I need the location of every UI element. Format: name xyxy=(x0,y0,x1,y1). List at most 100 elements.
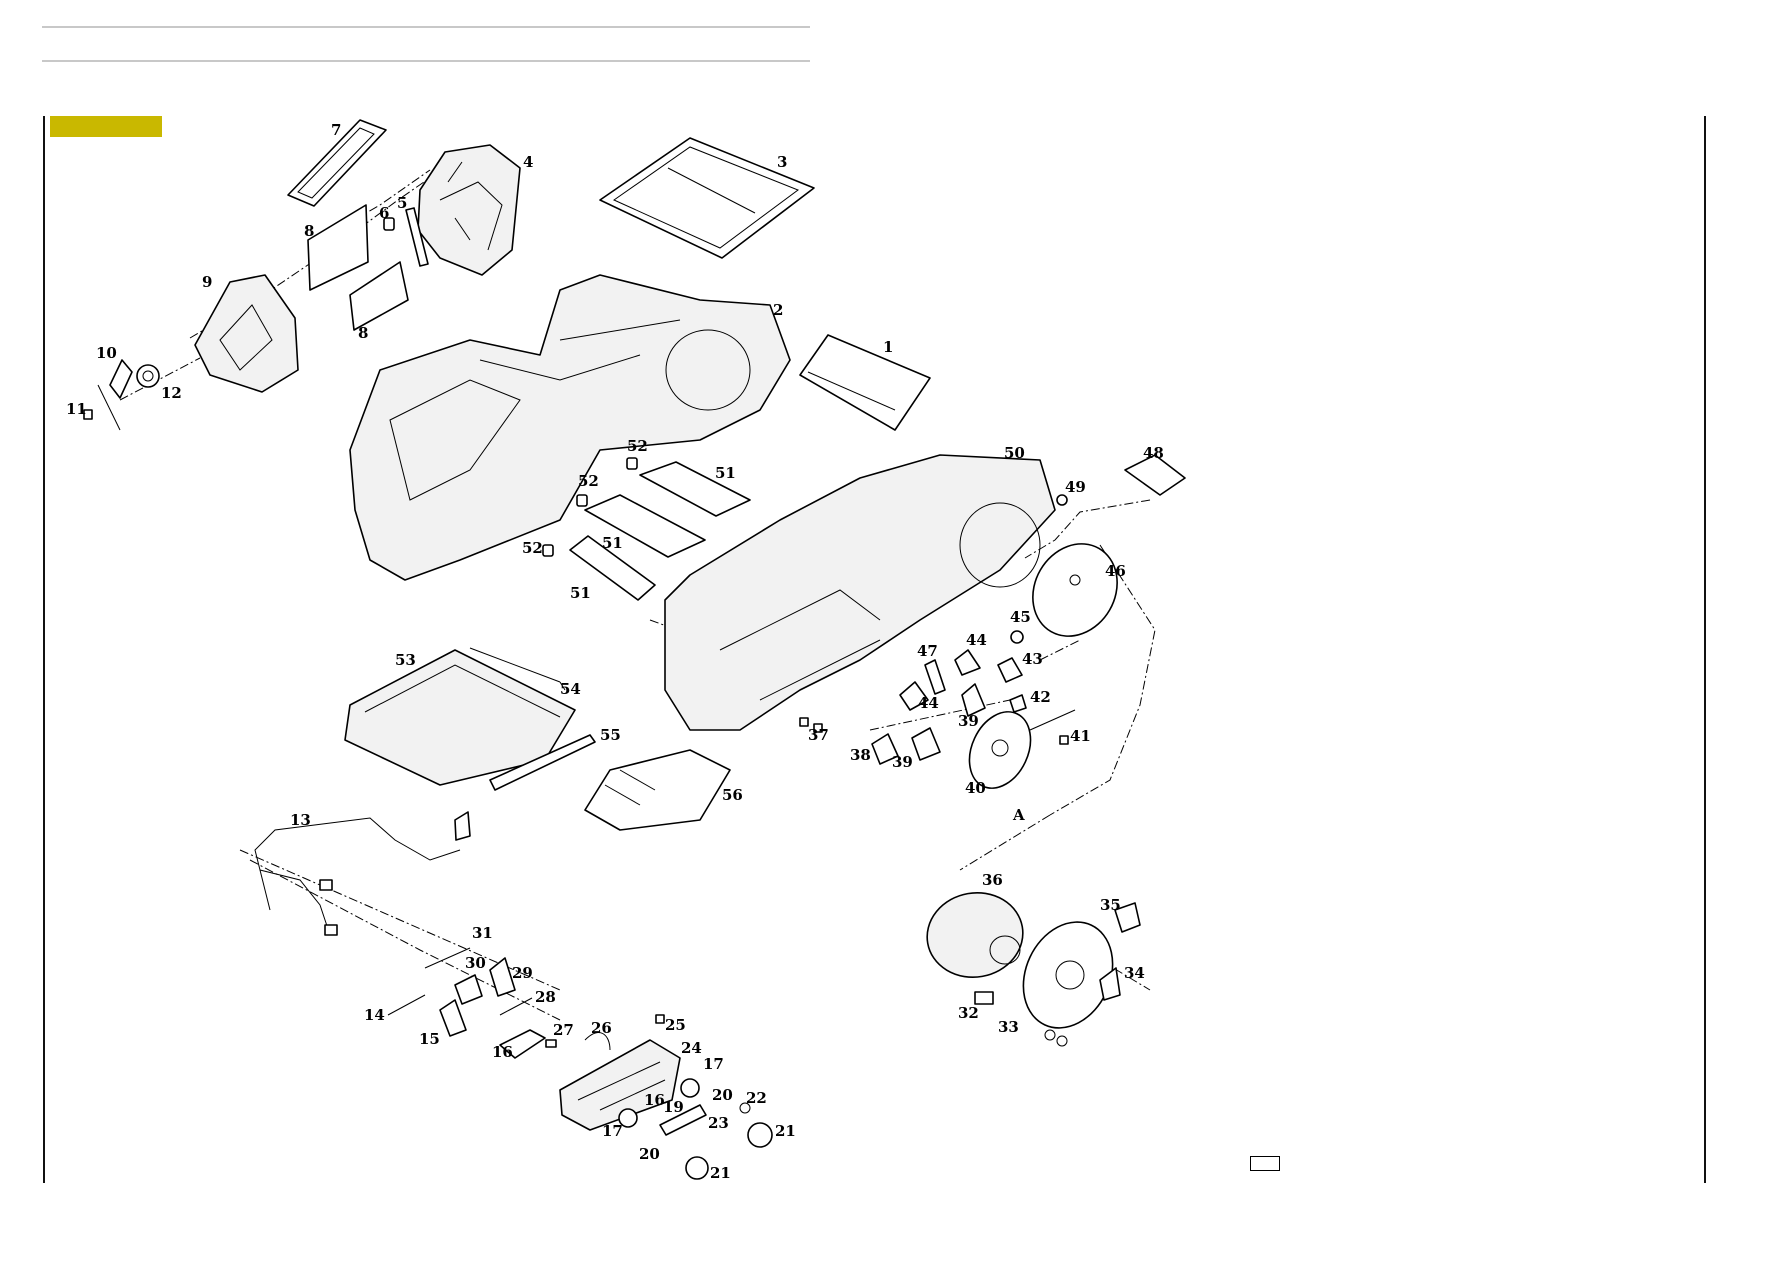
callout-3: 3 xyxy=(777,153,787,171)
callout-30: 30 xyxy=(465,954,486,972)
callout-51-middle: 51 xyxy=(602,534,623,552)
callout-8-lower: 8 xyxy=(358,324,368,342)
part-22-ring xyxy=(739,1102,751,1114)
callout-16-lever: 16 xyxy=(492,1043,513,1061)
callout-56: 56 xyxy=(722,786,743,804)
part-11-clip xyxy=(83,384,121,431)
part-8-flap-lower xyxy=(349,261,409,331)
callout-55: 55 xyxy=(600,726,621,744)
part-21-knob-b xyxy=(685,1156,709,1180)
callout-11: 11 xyxy=(66,400,87,418)
part-17-knob-a xyxy=(680,1078,700,1098)
part-6-bush xyxy=(383,217,395,231)
section-tab xyxy=(50,116,162,137)
part-46-cover-plate xyxy=(1032,543,1118,637)
part-45-nut xyxy=(1010,630,1024,644)
part-25-knob-cap xyxy=(655,1014,665,1024)
part-17-knob-b xyxy=(618,1108,638,1128)
callout-26: 26 xyxy=(591,1019,612,1037)
part-29-bracket xyxy=(489,957,516,997)
part-42-link-rod xyxy=(1009,694,1076,731)
callout-17-right: 17 xyxy=(703,1055,724,1073)
part-30-motor xyxy=(454,974,483,1005)
part-39-actuator-a xyxy=(961,683,986,717)
callout-2: 2 xyxy=(773,301,783,319)
part-39-actuator-b xyxy=(911,727,941,761)
callout-44-lower: 44 xyxy=(918,694,939,712)
part-52-bush-c xyxy=(542,544,554,557)
callout-29: 29 xyxy=(512,964,533,982)
part-52-bush-b xyxy=(576,494,588,507)
part-21-knob-a xyxy=(747,1122,773,1148)
part-16-lever xyxy=(499,1029,546,1059)
part-8-flap-upper xyxy=(307,204,369,291)
part-27-clip xyxy=(545,1039,557,1048)
callout-5: 5 xyxy=(397,194,407,212)
callout-46: 46 xyxy=(1105,562,1126,580)
part-50-lower-housing xyxy=(664,454,1056,731)
part-51-flap-c xyxy=(569,535,656,601)
part-2-main-housing xyxy=(349,274,791,581)
part-24-control-panel xyxy=(559,1039,681,1131)
callout-27: 27 xyxy=(553,1021,574,1039)
callout-1: 1 xyxy=(883,338,893,356)
callout-41: 41 xyxy=(1070,727,1091,745)
part-44-actuator-a xyxy=(954,649,981,676)
callout-49: 49 xyxy=(1065,478,1086,496)
part-36-blower-fan xyxy=(926,892,1024,978)
part-14-rod xyxy=(387,994,426,1016)
part-26-wire xyxy=(584,1032,611,1051)
callout-36: 36 xyxy=(982,871,1003,889)
part-51-flap-b xyxy=(584,494,706,558)
callout-37: 37 xyxy=(808,726,829,744)
part-28-rod xyxy=(499,997,533,1016)
callout-51-top: 51 xyxy=(715,464,736,482)
part-47-bracket xyxy=(924,659,946,695)
callout-25: 25 xyxy=(665,1016,686,1034)
reference-box xyxy=(1250,1156,1280,1171)
part-49-nut xyxy=(1056,494,1068,506)
callout-20-left: 20 xyxy=(639,1145,660,1163)
callout-12: 12 xyxy=(161,384,182,402)
callout-38: 38 xyxy=(850,746,871,764)
part-38-actuator xyxy=(871,733,899,765)
callout-10: 10 xyxy=(96,344,117,362)
callout-21-right: 21 xyxy=(775,1122,796,1140)
part-44-actuator-b xyxy=(899,681,929,711)
part-37-bushes xyxy=(799,717,823,733)
part-56-pipes xyxy=(584,749,731,831)
part-41-clip xyxy=(1059,735,1069,745)
callout-47: 47 xyxy=(917,642,938,660)
callout-23: 23 xyxy=(708,1114,729,1132)
header-rule-bottom xyxy=(42,60,810,62)
part-54-seal xyxy=(469,647,566,691)
callout-53: 53 xyxy=(395,651,416,669)
callout-8-upper: 8 xyxy=(304,222,314,240)
callout-40: 40 xyxy=(965,779,986,797)
callout-33: 33 xyxy=(998,1018,1019,1036)
callout-45: 45 xyxy=(1010,608,1031,626)
callout-39-upper: 39 xyxy=(958,712,979,730)
part-31-rod xyxy=(424,947,471,969)
part-13-wiring-harness xyxy=(254,811,471,936)
callout-52-middle: 52 xyxy=(578,472,599,490)
callout-42: 42 xyxy=(1030,688,1051,706)
part-1-flap-door xyxy=(799,334,931,431)
frame-right-border xyxy=(1704,116,1706,1183)
callout-16-panel: 16 xyxy=(644,1091,665,1109)
part-19-switch-bank xyxy=(659,1104,707,1136)
callout-34: 34 xyxy=(1124,964,1145,982)
callout-A: A xyxy=(1012,806,1025,824)
callout-24: 24 xyxy=(681,1039,702,1057)
callout-7: 7 xyxy=(331,121,341,139)
callout-9: 9 xyxy=(202,273,212,291)
callout-13: 13 xyxy=(290,811,311,829)
part-5-spindle xyxy=(405,207,429,267)
part-48-resistor xyxy=(1124,454,1186,496)
callout-52-bottom: 52 xyxy=(522,539,543,557)
part-35-clip xyxy=(1114,902,1141,933)
part-34-bracket xyxy=(1099,967,1121,1001)
callout-35: 35 xyxy=(1100,896,1121,914)
part-51-flap-a xyxy=(639,461,751,517)
part-9-side-casing xyxy=(194,274,299,393)
